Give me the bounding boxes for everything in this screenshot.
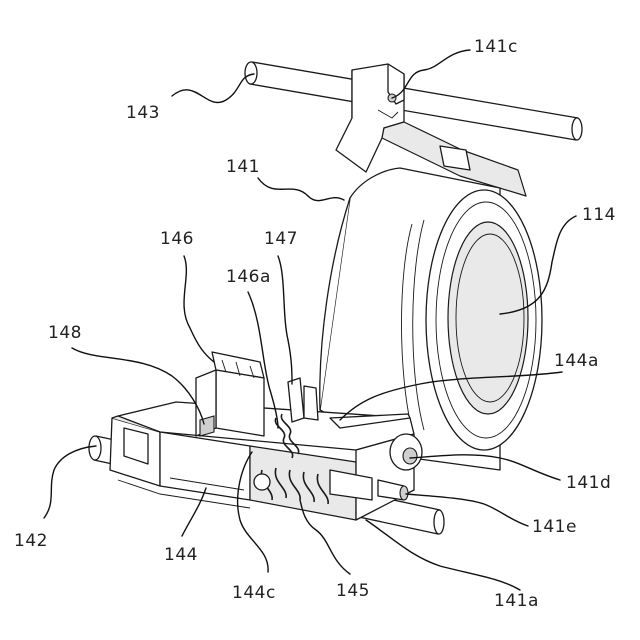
label-148: 148 xyxy=(48,323,82,343)
latch-146 xyxy=(196,352,264,436)
label-145: 145 xyxy=(336,581,370,601)
label-144a: 144a xyxy=(554,351,599,371)
label-114: 114 xyxy=(582,205,616,225)
label-144c: 144c xyxy=(232,583,276,603)
label-143: 143 xyxy=(126,103,160,123)
carriage-144 xyxy=(110,402,422,520)
label-141: 141 xyxy=(226,157,260,177)
label-141c: 141c xyxy=(474,37,518,57)
label-141d: 141d xyxy=(566,473,611,493)
label-142: 142 xyxy=(14,531,48,551)
label-147: 147 xyxy=(264,229,298,249)
label-141e: 141e xyxy=(532,517,577,537)
post-147 xyxy=(288,378,318,422)
label-146a: 146a xyxy=(226,267,271,287)
label-141a: 141a xyxy=(494,591,539,611)
label-144: 144 xyxy=(164,545,198,565)
label-146: 146 xyxy=(160,229,194,249)
